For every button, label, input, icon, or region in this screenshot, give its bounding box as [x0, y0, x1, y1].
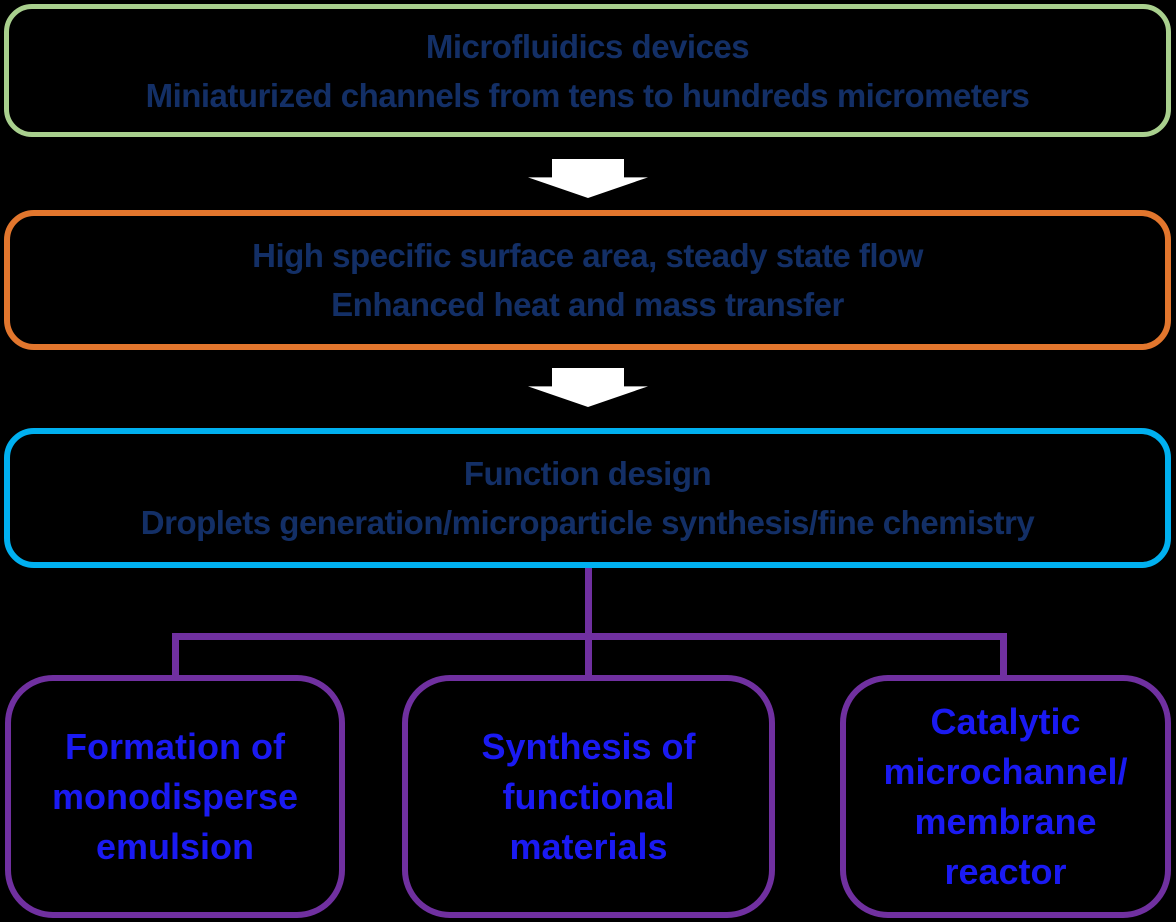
- box-surface-area-line-1: High specific surface area, steady state…: [252, 237, 923, 274]
- connector-drop-center: [585, 633, 592, 678]
- box-monodisperse-emulsion: Formation of monodisperse emulsion: [5, 675, 345, 918]
- down-arrow-icon: [528, 159, 648, 198]
- box-emulsion-line-2: monodisperse: [51, 775, 299, 817]
- box-functional-materials: Synthesis of functional materials: [402, 675, 775, 918]
- box-reactor-line-4: reactor: [944, 850, 1067, 892]
- box-microfluidics-line-2: Miniaturized channels from tens to hundr…: [145, 76, 1030, 114]
- box-materials-line-1: Synthesis of: [481, 725, 696, 767]
- connector-drop-left: [172, 633, 179, 678]
- box-reactor-line-1: Catalytic: [930, 700, 1081, 742]
- box-function-design-line-1: Function design: [463, 455, 712, 492]
- box-materials-line-2: functional: [502, 775, 675, 817]
- box-reactor-line-3: membrane: [914, 800, 1097, 842]
- box-emulsion-line-1: Formation of: [65, 725, 285, 767]
- box-catalytic-reactor: Catalytic microchannel/ membrane reactor: [840, 675, 1171, 918]
- box-reactor-line-2: microchannel/: [883, 750, 1128, 792]
- box-surface-area: High specific surface area, steady state…: [4, 210, 1171, 350]
- connector-stem: [585, 568, 592, 636]
- box-emulsion-line-3: emulsion: [95, 825, 255, 867]
- box-function-design-line-2: Droplets generation/microparticle synthe…: [140, 504, 1035, 541]
- box-surface-area-line-2: Enhanced heat and mass transfer: [331, 286, 844, 323]
- connector-drop-right: [1000, 633, 1007, 675]
- box-function-design: Function design Droplets generation/micr…: [4, 428, 1171, 568]
- down-arrow-icon: [528, 368, 648, 407]
- box-materials-line-3: materials: [509, 825, 668, 867]
- box-microfluidics-devices: Microfluidics devices Miniaturized chann…: [4, 4, 1171, 137]
- box-microfluidics-line-1: Microfluidics devices: [425, 27, 750, 65]
